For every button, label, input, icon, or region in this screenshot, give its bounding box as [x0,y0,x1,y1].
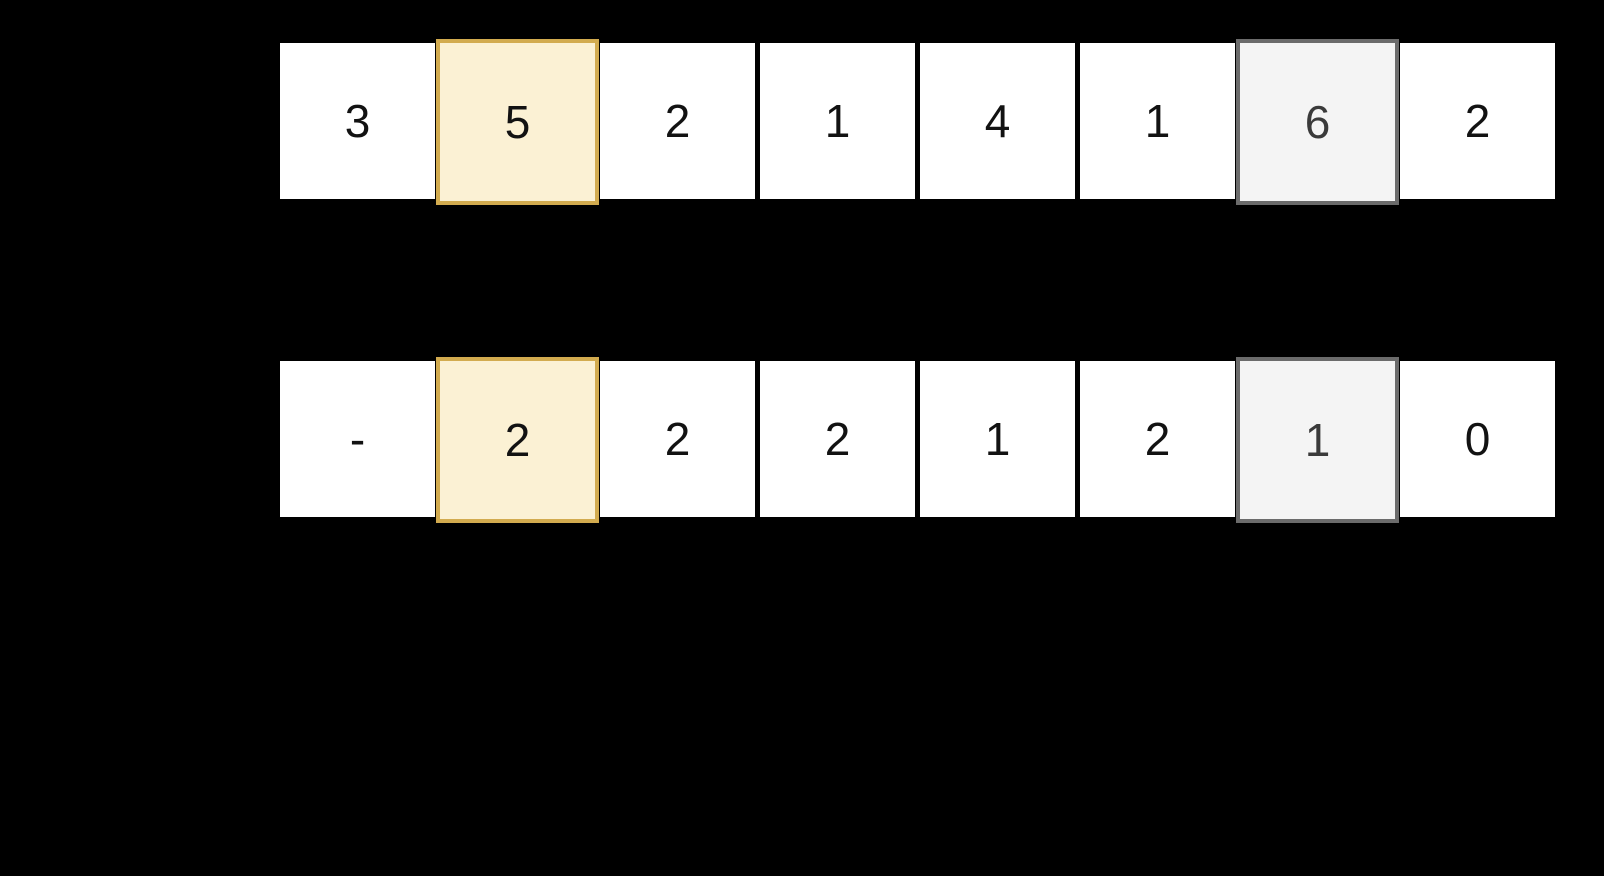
array-cell-plain: 2 [600,361,755,517]
array-cell-pointer: 1 [1236,357,1399,523]
array-cell-plain: 1 [760,43,915,199]
array-cell-plain: 2 [760,361,915,517]
array-cell-plain: 3 [280,43,435,199]
array-cell-highlight: 5 [436,39,599,205]
array-cell-plain: 1 [1080,43,1235,199]
array-cell-plain: 2 [1080,361,1235,517]
array-cell-plain: 0 [1400,361,1555,517]
array-cell-plain: 4 [920,43,1075,199]
array-cell-highlight: 2 [436,357,599,523]
array-cell-plain: 2 [600,43,755,199]
array-cell-plain: 1 [920,361,1075,517]
array-cell-pointer: 6 [1236,39,1399,205]
array-cell-plain: - [280,361,435,517]
array-cell-plain: 2 [1400,43,1555,199]
